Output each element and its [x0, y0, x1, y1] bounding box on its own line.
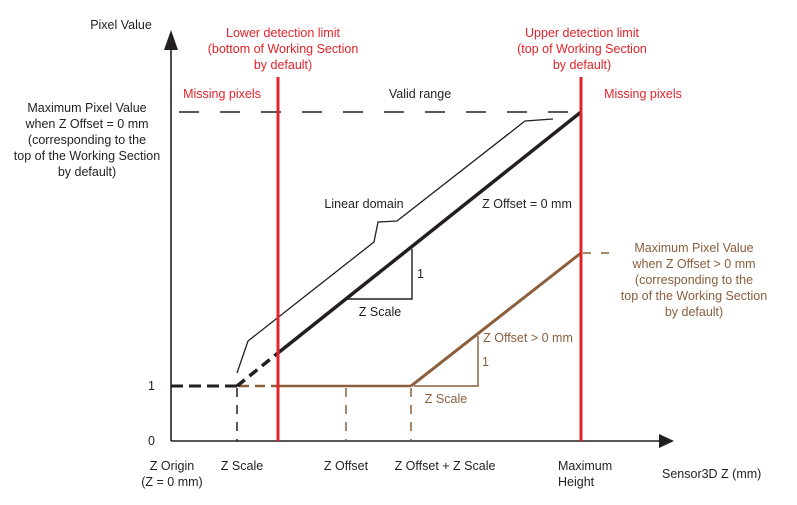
missing-pixels-right: Missing pixels [604, 87, 682, 101]
brown-slope-rise: 1 [482, 355, 489, 369]
x-tick-z-offset: Z Offset [323, 459, 369, 473]
max-pos-label-2: when Z Offset > 0 mm [632, 257, 756, 271]
x-tick-z-offset-plus-scale: Z Offset + Z Scale [394, 459, 496, 473]
linear-domain-bracket [236, 118, 554, 374]
upper-limit-label-2: (top of Working Section [517, 42, 647, 56]
positive-offset-curve-label: Z Offset > 0 mm [483, 331, 573, 345]
x-tick-z-origin: Z Origin [149, 459, 195, 473]
max-pos-label-4: top of the Working Section [620, 289, 768, 303]
y-tick-one: 1 [148, 379, 155, 393]
linear-domain-label: Linear domain [324, 197, 404, 211]
y-axis-label: Pixel Value [90, 18, 152, 32]
lower-limit-label-2: (bottom of Working Section [207, 42, 359, 56]
x-axis-label: Sensor3D Z (mm) [662, 467, 762, 481]
brown-slope-run: Z Scale [424, 392, 468, 406]
max-pos-label-5: by default) [664, 305, 724, 319]
black-slope-triangle [346, 249, 413, 300]
y-tick-zero: 0 [148, 434, 155, 448]
x-tick-z-origin-sub: (Z = 0 mm) [141, 475, 203, 489]
max-pos-label-1: Maximum Pixel Value [634, 241, 754, 255]
x-axis-arrow-icon [659, 434, 674, 448]
x-tick-max-height-1: Maximum [558, 459, 613, 473]
black-slope-rise: 1 [417, 267, 424, 281]
valid-range-label: Valid range [388, 87, 452, 101]
zero-offset-dashed-start [235, 351, 280, 388]
missing-pixels-left: Missing pixels [183, 87, 261, 101]
y-axis-arrow-icon [164, 30, 178, 50]
lower-limit-label-3: by default) [253, 58, 313, 72]
upper-limit-label-1: Upper detection limit [525, 26, 639, 40]
x-tick-z-scale: Z Scale [220, 459, 264, 473]
max-zero-label-2: when Z Offset = 0 mm [25, 117, 149, 131]
brown-slope-triangle [414, 336, 479, 387]
max-zero-label-3: (corresponding to the [27, 133, 147, 147]
max-zero-label-5: by default) [57, 165, 117, 179]
zero-offset-curve-label: Z Offset = 0 mm [482, 197, 572, 211]
x-tick-max-height-2: Height [558, 475, 595, 489]
upper-limit-label-3: by default) [552, 58, 612, 72]
max-zero-label-4: top of the Working Section [13, 149, 161, 163]
zero-offset-line [276, 110, 583, 355]
lower-limit-label-1: Lower detection limit [226, 26, 340, 40]
max-pos-label-3: (corresponding to the [634, 273, 754, 287]
offset-slope-line [410, 251, 582, 388]
max-zero-label-1: Maximum Pixel Value [27, 101, 147, 115]
black-slope-run: Z Scale [358, 305, 402, 319]
